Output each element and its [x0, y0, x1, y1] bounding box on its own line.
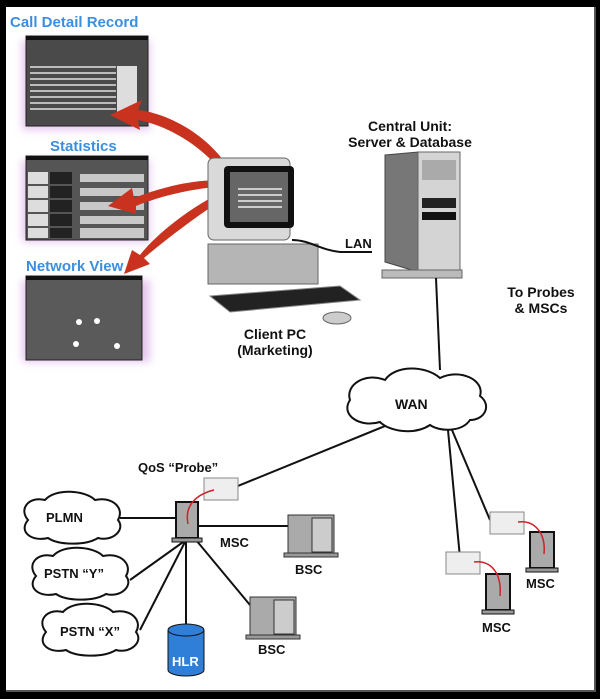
connection-lines: [120, 277, 491, 631]
cdr-title: Call Detail Record: [10, 14, 139, 31]
client-pc-illustration: [207, 157, 362, 325]
wan-cloud: [346, 367, 488, 433]
msc-main-label: MSC: [220, 535, 249, 550]
server-illustration: [381, 151, 463, 279]
bsc-label-2: BSC: [258, 642, 286, 657]
devices: [167, 477, 559, 677]
to-probes-label: To Probes & MSCs: [496, 284, 586, 316]
plmn-label: PLMN: [46, 510, 83, 525]
client-pc-line2: (Marketing): [237, 342, 313, 358]
pstn-y-cloud: [31, 546, 130, 601]
central-unit-line1: Central Unit:: [368, 118, 452, 134]
to-probes-line2: & MSCs: [514, 300, 568, 316]
pstn-x-label: PSTN “X”: [60, 624, 120, 639]
msc-box-right-2: [485, 573, 511, 611]
central-unit-label: Central Unit: Server & Database: [340, 118, 480, 150]
central-unit-line2: Server & Database: [348, 134, 472, 150]
client-pc-label: Client PC (Marketing): [225, 326, 325, 358]
pstn-y-label: PSTN “Y”: [44, 566, 104, 581]
probe-box-right-1: [489, 511, 525, 535]
plmn-cloud: [23, 490, 122, 545]
qos-probe-label: QoS “Probe”: [138, 460, 219, 475]
client-pc-line1: Client PC: [243, 326, 307, 342]
msc-right-label-2: MSC: [482, 620, 511, 635]
qos-probe-box: [203, 477, 239, 501]
network-view-screenshot: [22, 275, 150, 362]
pstn-x-cloud: [41, 602, 140, 657]
clouds: [23, 367, 488, 657]
probe-box-right-2: [445, 551, 481, 575]
cdr-screenshot: [22, 35, 150, 130]
network-view-title: Network View: [26, 258, 124, 275]
msc-right-label-1: MSC: [526, 576, 555, 591]
hlr-label: HLR: [172, 654, 199, 669]
bsc-label-1: BSC: [295, 562, 323, 577]
hlr-database-icon: [167, 623, 205, 677]
statistics-title: Statistics: [50, 138, 117, 155]
to-probes-line1: To Probes: [507, 284, 575, 300]
wan-label: WAN: [395, 396, 428, 412]
lan-label: LAN: [345, 236, 372, 251]
lan-cable: [291, 239, 372, 253]
